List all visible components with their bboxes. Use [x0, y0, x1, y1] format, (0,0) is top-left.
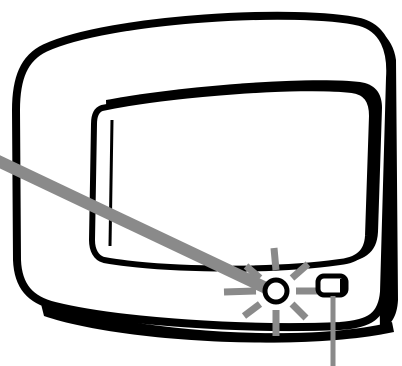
power-button-shadow — [340, 279, 345, 293]
screen-inner-edge — [110, 120, 112, 246]
power-light-icon — [265, 280, 287, 302]
monitor-screen — [92, 88, 372, 268]
